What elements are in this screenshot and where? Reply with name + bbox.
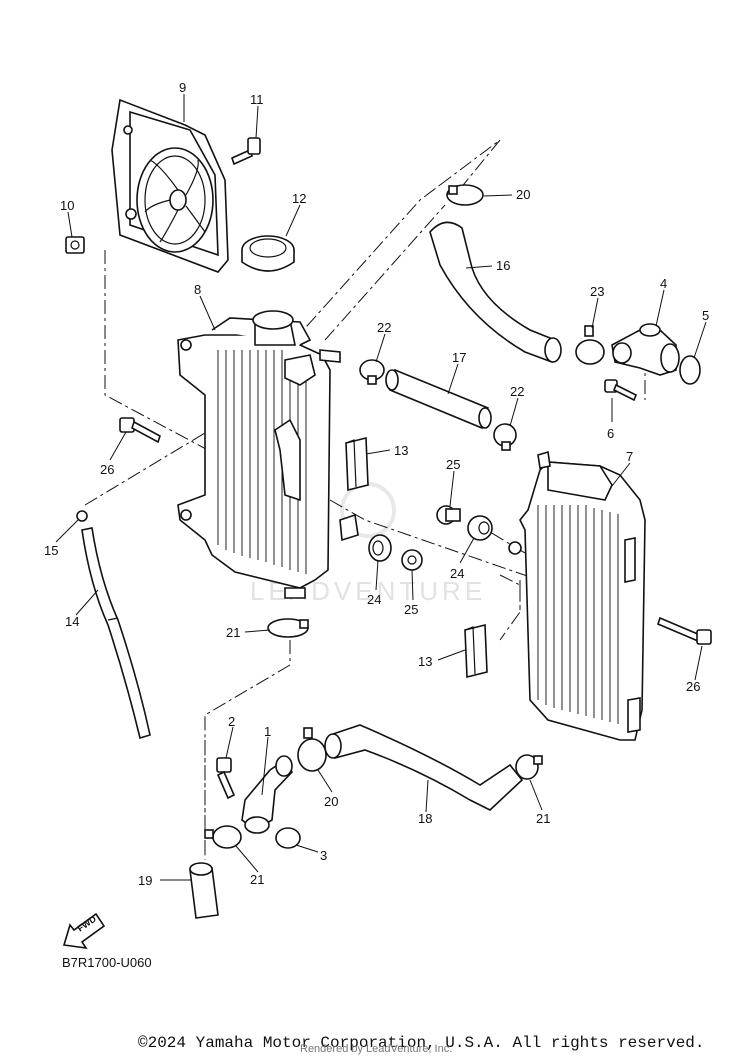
clamp-23: [575, 325, 605, 365]
clamp-20-top: [446, 184, 484, 206]
grommet-24-right: [467, 515, 493, 541]
right-radiator-fins: [537, 505, 619, 724]
breather-hose-14: [81, 527, 151, 740]
callout-3: 3: [320, 848, 327, 863]
callout-14: 14: [65, 614, 79, 629]
bolt-2: [216, 757, 236, 800]
callout-18: 18: [418, 811, 432, 826]
rendered-by-notice: Rendered by LeadVenture, Inc.: [300, 1043, 453, 1055]
joint-4: [611, 323, 680, 376]
callout-10: 10: [60, 198, 74, 213]
o-ring-5: [679, 355, 701, 385]
middle-hose-17: [385, 368, 492, 430]
callout-26-right: 26: [686, 679, 700, 694]
clamp-22-bottom: [493, 423, 517, 451]
left-radiator-8: [177, 310, 359, 599]
callout-12: 12: [292, 191, 306, 206]
clamp-22-top: [359, 359, 385, 385]
callout-15: 15: [44, 543, 58, 558]
bolt-26-right: [657, 616, 712, 645]
callout-21-right: 21: [536, 811, 550, 826]
callout-26-left: 26: [100, 462, 114, 477]
callout-20-bottom: 20: [324, 794, 338, 809]
callout-23: 23: [590, 284, 604, 299]
bolt-6: [604, 379, 638, 402]
lower-hose-19: [189, 862, 219, 919]
clamp-21-right: [515, 754, 543, 780]
copyright-notice: ©2024 Yamaha Motor Corporation, U.S.A. A…: [138, 1034, 705, 1052]
leader-lines: [55, 94, 707, 881]
callout-labels: 9 11 10 12 8 20 16 23 4 5 22 17 22 6 13 …: [44, 80, 709, 888]
collar-25-left: [401, 549, 423, 571]
bolt-11: [231, 137, 261, 166]
callout-11: 11: [250, 92, 264, 107]
callout-17: 17: [452, 350, 466, 365]
joint-1: [241, 755, 293, 834]
callout-5: 5: [702, 308, 709, 323]
callout-22-top: 22: [377, 320, 391, 335]
radiator-cap-12: [241, 235, 295, 272]
callout-9: 9: [179, 80, 186, 95]
callout-19: 19: [138, 873, 152, 888]
callout-22-bottom: 22: [510, 384, 524, 399]
clamp-21-top: [267, 618, 309, 638]
callout-21-top: 21: [226, 625, 240, 640]
callout-13-left: 13: [394, 443, 408, 458]
o-ring-3: [275, 827, 301, 849]
callout-21-bottom: 21: [250, 872, 264, 887]
callout-20-top: 20: [516, 187, 530, 202]
callout-1: 1: [264, 724, 271, 739]
callout-24-right: 24: [450, 566, 464, 581]
diagram-code: B7R1700-U060: [62, 955, 152, 970]
clip-15: [76, 510, 88, 522]
callout-4: 4: [660, 276, 667, 291]
callout-24-left: 24: [367, 592, 381, 607]
callout-2: 2: [228, 714, 235, 729]
bracket-13-left: [345, 436, 369, 492]
clamp-21-bottom: [204, 825, 242, 849]
bolt-26-left: [119, 417, 161, 444]
callout-13-right: 13: [418, 654, 432, 669]
clamp-20-bottom: [297, 727, 327, 772]
callout-8: 8: [194, 282, 201, 297]
callout-7: 7: [626, 449, 633, 464]
fan-assembly: [111, 98, 229, 273]
upper-hose-16: [429, 221, 562, 364]
collar-25-right: [436, 505, 461, 525]
lower-hose-18: [324, 724, 524, 811]
callout-25-bottom: 25: [404, 602, 418, 617]
right-radiator-7: [508, 450, 646, 741]
callout-25-top: 25: [446, 457, 460, 472]
callout-6: 6: [607, 426, 614, 441]
nut-10: [65, 236, 85, 254]
forward-arrow-icon: FWD: [62, 912, 106, 950]
callout-16: 16: [496, 258, 510, 273]
bracket-13-right: [464, 623, 488, 679]
grommet-24-left: [368, 534, 392, 562]
